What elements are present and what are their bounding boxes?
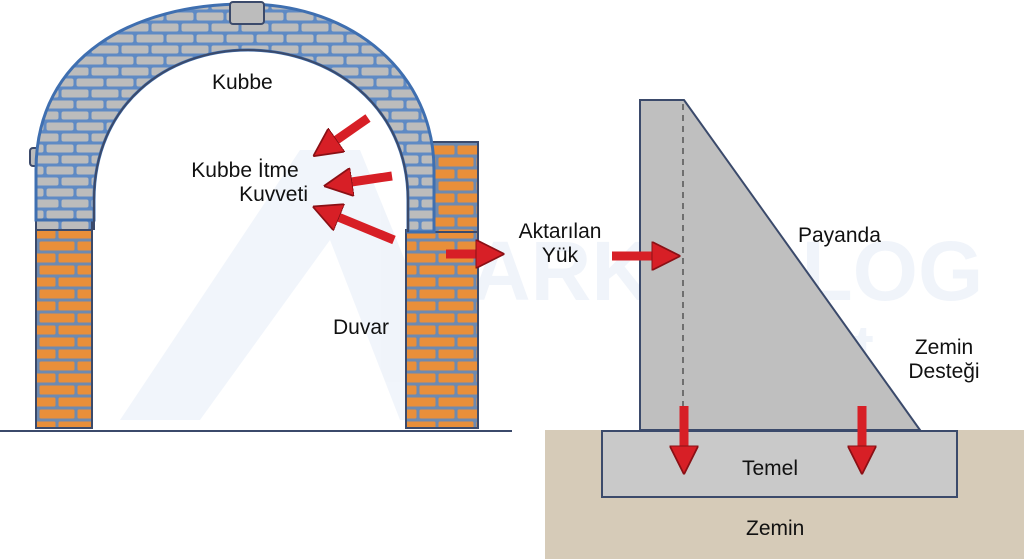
right-wall [405, 141, 479, 429]
thrust-arrow [325, 114, 371, 148]
label-zemin-destegi: Zemin Desteği [898, 336, 990, 384]
label-temel: Temel [742, 457, 799, 480]
foundation [601, 430, 958, 498]
keystone [229, 1, 265, 25]
label-kubbe: Kubbe [212, 71, 273, 94]
label-payanda: Payanda [798, 224, 881, 247]
label-kubbe-itme-line1: Kubbe İtme [191, 159, 299, 182]
label-aktarilan-line2: Yük [541, 244, 579, 267]
downward-arrows [684, 406, 862, 460]
thrust-arrows [325, 114, 396, 245]
label-duvar: Duvar [333, 316, 390, 339]
label-kubbe-itme-line2: Kuvveti [239, 183, 308, 206]
label-aktarilan-line1: Aktarılan [518, 220, 602, 243]
arch-vault [34, 1, 436, 234]
watermark-logo-icon [120, 150, 470, 420]
label-kubbe-itme: Kubbe İtme Kuvveti [180, 159, 310, 207]
label-zemin-destegi-line2: Desteği [908, 360, 980, 383]
label-aktarilan-yuk: Aktarılan Yük [504, 220, 616, 268]
label-zemin: Zemin [746, 517, 805, 540]
thrust-arrow [326, 212, 396, 245]
label-zemin-destegi-line1: Zemin [914, 336, 974, 359]
thrust-arrow [338, 176, 393, 184]
